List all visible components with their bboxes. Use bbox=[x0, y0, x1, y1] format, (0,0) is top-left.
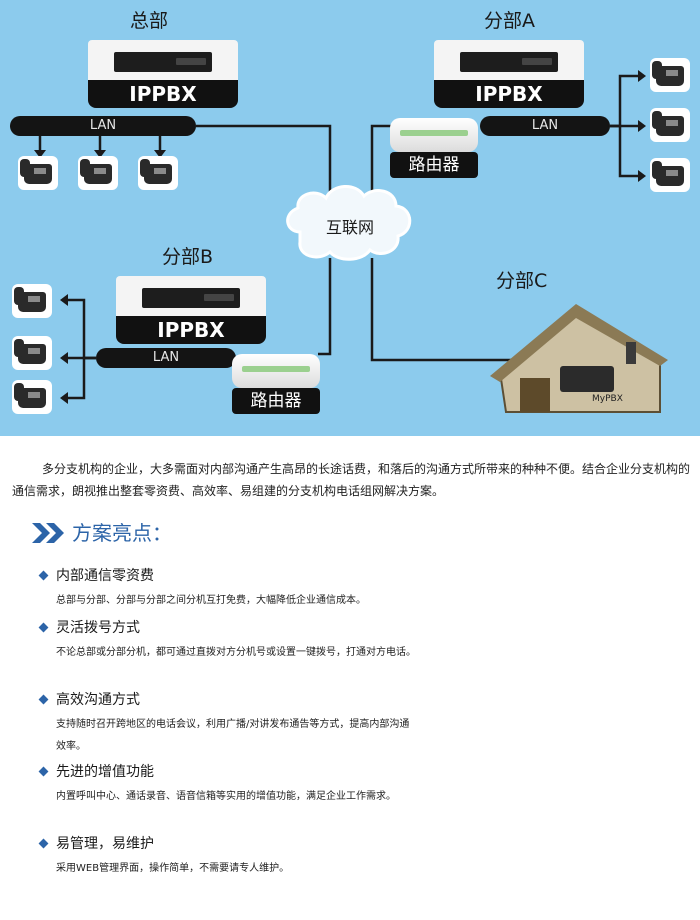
branch-b-router-label: 路由器 bbox=[232, 388, 320, 414]
diamond-bullet-icon bbox=[38, 766, 49, 777]
hq-ippbx-label: IPPBX bbox=[88, 80, 238, 108]
feature-desc: 总部与分部、分部与分部之间分机互打免费，大幅降低企业通信成本。 bbox=[56, 595, 366, 606]
server-icon bbox=[434, 40, 584, 86]
feature-title: 高效沟通方式 bbox=[56, 692, 140, 708]
feature-title: 灵活拨号方式 bbox=[56, 620, 140, 636]
branch-c-title: 分部C bbox=[496, 270, 548, 292]
connection-lines bbox=[34, 70, 668, 413]
phone-icon bbox=[650, 108, 690, 142]
branch-a-ippbx-label: IPPBX bbox=[434, 80, 584, 108]
phone-icon bbox=[138, 156, 178, 190]
server-icon bbox=[88, 40, 238, 86]
hq-ippbx: IPPBX bbox=[88, 40, 238, 108]
branch-a-lan-bar: LAN bbox=[480, 116, 610, 136]
branch-b-ippbx-label: IPPBX bbox=[116, 316, 266, 344]
phone-icon bbox=[18, 156, 58, 190]
branch-b-router: 路由器 bbox=[232, 354, 320, 414]
branch-b-ippbx: IPPBX bbox=[116, 276, 266, 344]
feature-title: 先进的增值功能 bbox=[56, 764, 154, 780]
branch-c-house bbox=[490, 304, 668, 413]
phone-icon bbox=[12, 336, 52, 370]
mypbx-label: MyPBX bbox=[592, 394, 623, 404]
double-chevron-icon bbox=[32, 523, 64, 543]
internet-cloud bbox=[286, 185, 412, 261]
branch-a-router: 路由器 bbox=[390, 118, 478, 178]
feature-title: 内部通信零资费 bbox=[56, 568, 154, 584]
branch-a-router-label: 路由器 bbox=[390, 152, 478, 178]
branch-b-title: 分部B bbox=[162, 246, 214, 268]
phone-icon bbox=[12, 284, 52, 318]
diamond-bullet-icon bbox=[38, 570, 49, 581]
diamond-bullet-icon bbox=[38, 838, 49, 849]
section-title-text: 方案亮点： bbox=[72, 521, 172, 545]
description-area: 多分支机构的企业，大多需面对内部沟通产生高昂的长途话费，和落后的沟通方式所带来的… bbox=[0, 436, 700, 920]
feature-title: 易管理，易维护 bbox=[56, 836, 154, 852]
phone-icon bbox=[650, 58, 690, 92]
branch-a-ippbx: IPPBX bbox=[434, 40, 584, 108]
hq-lan-bar: LAN bbox=[10, 116, 196, 136]
diamond-bullet-icon bbox=[38, 622, 49, 633]
phone-icon bbox=[650, 158, 690, 192]
feature-desc: 不论总部或分部分机，都可通过直拨对方分机号或设置一键拨号，打通对方电话。 bbox=[56, 647, 416, 658]
hq-title: 总部 bbox=[130, 10, 169, 32]
router-icon bbox=[232, 354, 320, 388]
feature-desc: 支持随时召开跨地区的电话会议，利用广播/对讲发布通告等方式，提高内部沟通效率。 bbox=[56, 719, 410, 752]
router-icon bbox=[390, 118, 478, 152]
feature-desc: 内置呼叫中心、通话录音、语音信箱等实用的增值功能，满足企业工作需求。 bbox=[56, 791, 396, 802]
phone-icon bbox=[12, 380, 52, 414]
phone-icon bbox=[78, 156, 118, 190]
intro-paragraph: 多分支机构的企业，大多需面对内部沟通产生高昂的长途话费，和落后的沟通方式所带来的… bbox=[12, 462, 691, 498]
internet-label: 互联网 bbox=[326, 218, 375, 237]
branch-b-lan-bar: LAN bbox=[96, 348, 236, 368]
server-icon bbox=[116, 276, 266, 322]
diamond-bullet-icon bbox=[38, 694, 49, 705]
feature-desc: 采用WEB管理界面，操作简单，不需要请专人维护。 bbox=[56, 863, 290, 874]
network-diagram: 总部 IPPBX LAN 分部A IPPBX 路由器 LAN 互联网 分部B I… bbox=[0, 0, 700, 436]
branch-a-title: 分部A bbox=[484, 10, 535, 32]
